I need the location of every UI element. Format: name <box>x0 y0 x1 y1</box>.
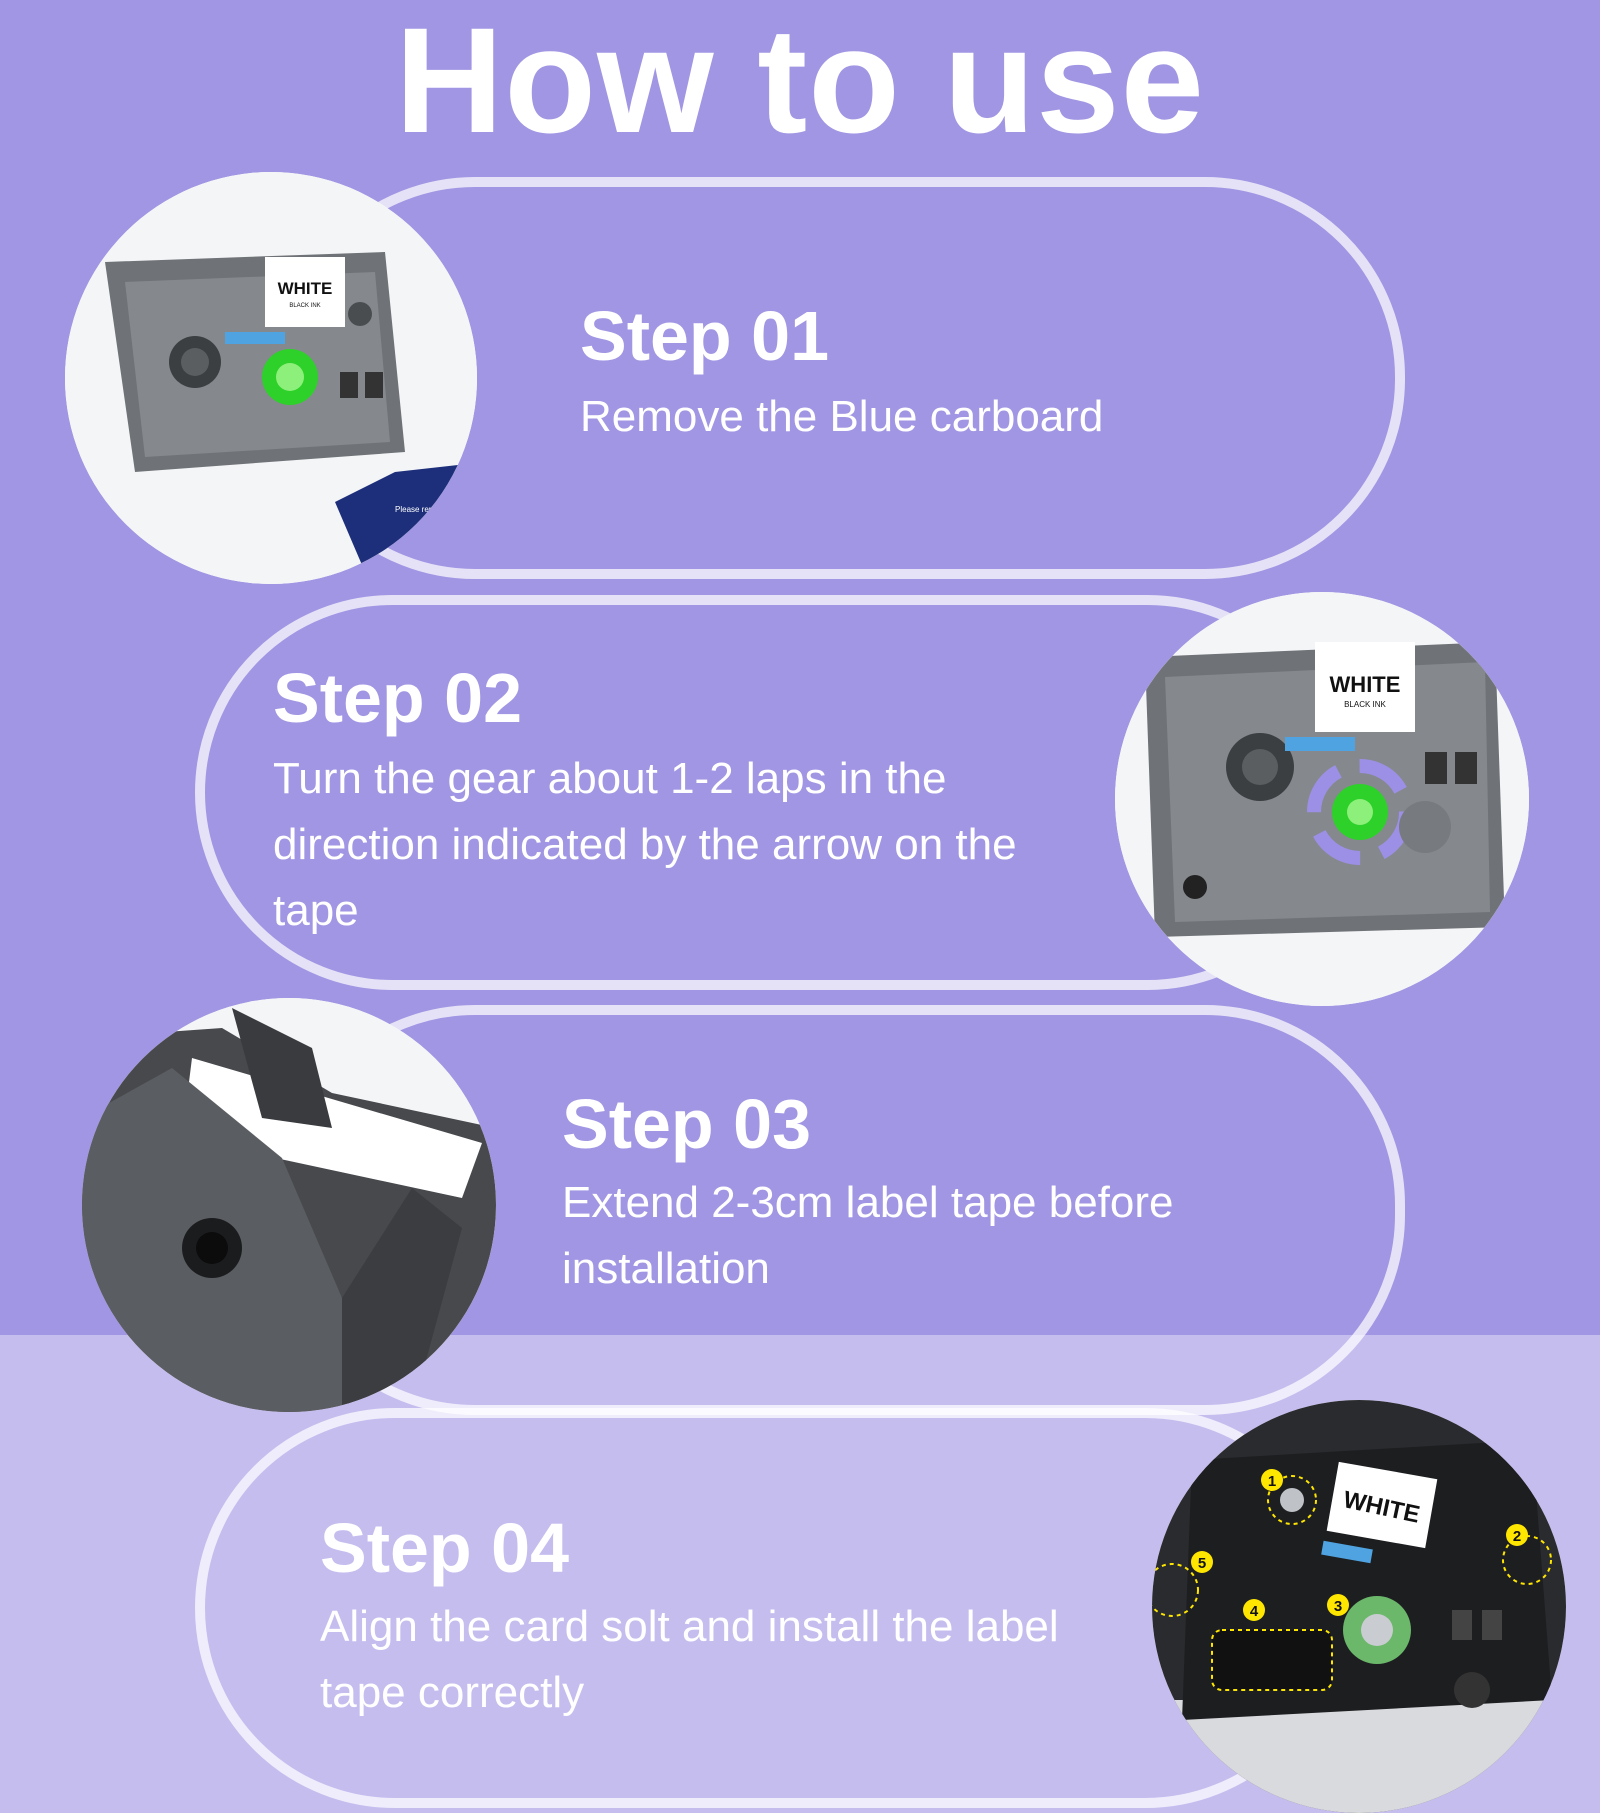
callout-1-text: 1 <box>1268 1473 1276 1490</box>
callout-4-text: 4 <box>1250 1603 1259 1620</box>
step-04-description: Align the card solt and install the labe… <box>320 1602 1059 1717</box>
step-04-title: Step 04 <box>320 1509 569 1587</box>
gear-step-label-text: WHITE <box>1330 672 1401 697</box>
step-04-image: WHITE 1 2 3 4 5 <box>1152 1400 1566 1813</box>
step-01-title: Step 01 <box>580 297 829 375</box>
cassette-label-white-text: WHITE <box>278 279 333 298</box>
callout-2-text: 2 <box>1513 1528 1521 1545</box>
callout-5-text: 5 <box>1198 1555 1206 1572</box>
step-01-description: Remove the Blue carboard <box>580 392 1104 441</box>
step-02-image: WHITE BLACK INK <box>1115 592 1529 1006</box>
step-01-image: WHITE BLACK INK Please remove before use <box>65 172 477 584</box>
cassette-label-ink-text: BLACK INK <box>289 303 320 309</box>
step-03-title: Step 03 <box>562 1085 811 1163</box>
step-03-description: Extend 2-3cm label tape before installat… <box>562 1178 1174 1293</box>
step-02-title: Step 02 <box>273 659 522 737</box>
step-03-image <box>82 998 496 1412</box>
callout-3-text: 3 <box>1334 1598 1342 1615</box>
page-title: How to use <box>394 0 1206 164</box>
gear-step-ink-text: BLACK INK <box>1344 700 1386 709</box>
step-02-description: Turn the gear about 1-2 laps in the dire… <box>273 754 1017 935</box>
